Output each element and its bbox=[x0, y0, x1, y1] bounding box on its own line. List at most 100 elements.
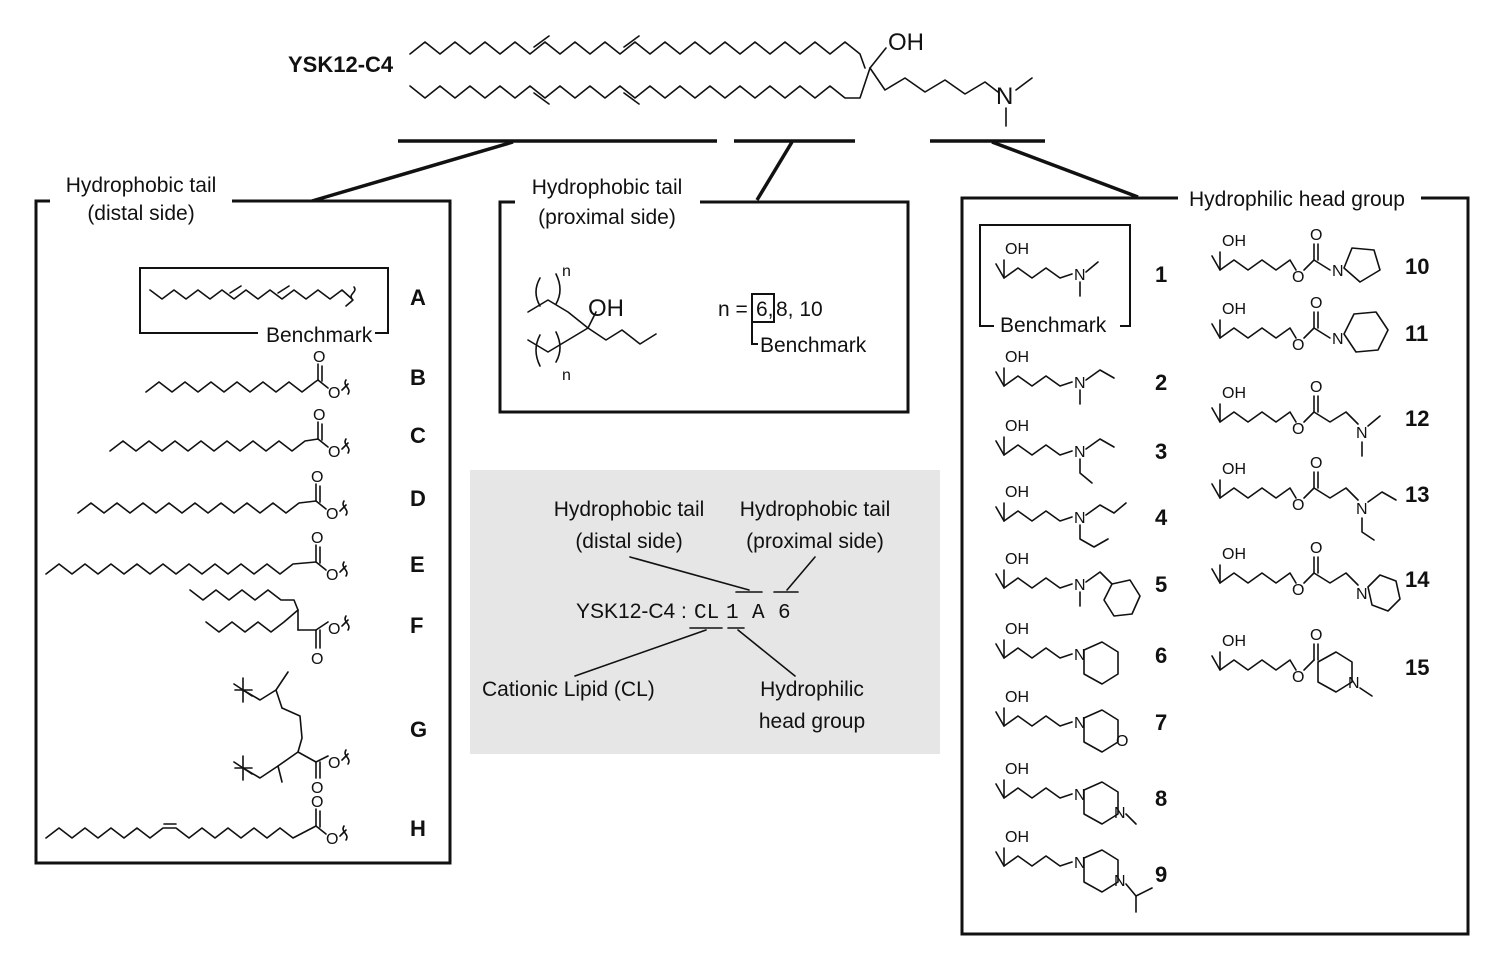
head-ester-o-15: O bbox=[1292, 669, 1304, 686]
proximal-n-lower: n bbox=[562, 367, 571, 384]
tail-f-ester bbox=[315, 621, 329, 631]
proximal-upper-chain bbox=[527, 299, 589, 329]
head-number-11: 11 bbox=[1405, 321, 1428, 346]
lower-double-bond-2 bbox=[623, 92, 640, 105]
head-group-panel: Hydrophilic head group Benchmark OHNOHNO… bbox=[960, 188, 1470, 936]
head-link-14 bbox=[1313, 572, 1359, 586]
head-title: Hydrophilic head group bbox=[1189, 188, 1405, 211]
legend-head-line1: Hydrophilic bbox=[760, 678, 864, 701]
proximal-bracket-lower bbox=[535, 331, 561, 367]
head-connector bbox=[991, 140, 1139, 199]
tail-b-o2: O bbox=[328, 385, 340, 402]
legend-distal-pointer bbox=[629, 556, 750, 591]
head-n-9: N bbox=[1074, 855, 1086, 872]
legend-distal-line1: Hydrophobic tail bbox=[554, 498, 705, 521]
head-ring-ipr-9 bbox=[1125, 883, 1153, 897]
naming-legend: Hydrophobic tail (distal side) Hydrophob… bbox=[470, 470, 940, 754]
head-oh-13: OH bbox=[1222, 461, 1246, 478]
head-number-12: 12 bbox=[1405, 406, 1429, 431]
legend-head-line2: head group bbox=[759, 710, 865, 733]
tail-e bbox=[45, 561, 317, 575]
head-oh-6: OH bbox=[1005, 621, 1029, 638]
head-frame bbox=[960, 196, 1470, 936]
letter-f: F bbox=[410, 613, 423, 638]
head-n-5: N bbox=[1074, 577, 1086, 594]
head-chain-15 bbox=[1211, 655, 1297, 671]
head-number-5: 5 bbox=[1155, 572, 1167, 597]
head-chain-9 bbox=[995, 851, 1073, 867]
head-number-6: 6 bbox=[1155, 643, 1167, 668]
head-ester-o-12: O bbox=[1292, 421, 1304, 438]
head-chain-13 bbox=[1211, 483, 1297, 499]
tail-a bbox=[149, 289, 353, 300]
tail-g: O O bbox=[233, 671, 350, 797]
oh-label: OH bbox=[888, 29, 924, 56]
n-label: N bbox=[996, 83, 1013, 110]
tail-b-ester bbox=[317, 379, 329, 389]
head-number-8: 8 bbox=[1155, 786, 1167, 811]
head-oh-11: OH bbox=[1222, 301, 1246, 318]
distal-frame bbox=[34, 199, 452, 865]
head-oh-15: OH bbox=[1222, 633, 1246, 650]
tail-h-o1: O bbox=[311, 794, 323, 811]
head-oh-7: OH bbox=[1005, 689, 1029, 706]
head-ester-bond-15 bbox=[1303, 659, 1315, 671]
legend-code-a: A bbox=[752, 602, 765, 625]
head-ring-14 bbox=[1367, 574, 1401, 612]
head-structure-5: OHN bbox=[995, 551, 1141, 617]
distal-connector bbox=[311, 140, 514, 203]
n-values-rest: 8, 10 bbox=[776, 298, 823, 321]
head-chain-5 bbox=[995, 573, 1073, 589]
tail-h-cap bbox=[339, 825, 348, 841]
tail-d-o2: O bbox=[326, 506, 338, 523]
head-sub2-13 bbox=[1361, 517, 1375, 541]
oh-bond bbox=[869, 47, 887, 69]
head-oh-4: OH bbox=[1005, 484, 1029, 501]
tail-e-ester bbox=[315, 561, 327, 571]
letter-e: E bbox=[410, 552, 425, 577]
head-sub2-4 bbox=[1079, 524, 1109, 548]
proximal-oh: OH bbox=[588, 295, 624, 322]
tail-e-cap bbox=[339, 561, 348, 577]
legend-proximal-line2: (proximal side) bbox=[746, 530, 884, 553]
head-oh-9: OH bbox=[1005, 829, 1029, 846]
tail-c-ester bbox=[317, 438, 329, 448]
proximal-propyl bbox=[587, 327, 657, 345]
head-number-7: 7 bbox=[1155, 710, 1167, 735]
head-co-o-13: O bbox=[1310, 455, 1322, 472]
compound-label: YSK12-C4 bbox=[288, 52, 394, 77]
head-benchmark-label: Benchmark bbox=[1000, 314, 1107, 337]
tail-d-o1: O bbox=[311, 469, 323, 486]
head-sub-4 bbox=[1085, 502, 1127, 516]
head-chain-2 bbox=[995, 371, 1073, 387]
legend-code-prefix: YSK12-C4 : bbox=[576, 600, 687, 623]
tail-g-o2: O bbox=[328, 755, 340, 772]
head-n-14: N bbox=[1356, 586, 1368, 603]
head-ester-o-14: O bbox=[1292, 582, 1304, 599]
head-sub-3 bbox=[1085, 438, 1115, 450]
head-link-13 bbox=[1313, 487, 1359, 501]
linker-chain bbox=[869, 67, 999, 95]
head-ring-9 bbox=[1083, 849, 1119, 893]
tail-b-o1: O bbox=[313, 349, 325, 366]
tail-f-lower bbox=[205, 609, 299, 633]
head-n-13: N bbox=[1356, 501, 1368, 518]
head-n-10: N bbox=[1332, 263, 1344, 280]
lower-double-bond-1 bbox=[533, 92, 550, 105]
head-number-15: 15 bbox=[1405, 655, 1429, 680]
head-sub2-3 bbox=[1079, 458, 1093, 484]
head-co-o-10: O bbox=[1310, 227, 1322, 244]
head-ring-10 bbox=[1343, 247, 1381, 283]
head-n-7: N bbox=[1074, 715, 1086, 732]
head-ester-bond-14 bbox=[1303, 572, 1315, 584]
legend-code-6: 6 bbox=[778, 602, 791, 625]
head-chain-14 bbox=[1211, 568, 1297, 584]
upper-double-bond-2 bbox=[623, 35, 640, 48]
head-ester-o-10: O bbox=[1292, 269, 1304, 286]
letter-a: A bbox=[410, 285, 426, 310]
head-ester-bond-12 bbox=[1303, 411, 1315, 423]
head-chain-11 bbox=[1211, 323, 1297, 339]
letter-c: C bbox=[410, 423, 426, 448]
